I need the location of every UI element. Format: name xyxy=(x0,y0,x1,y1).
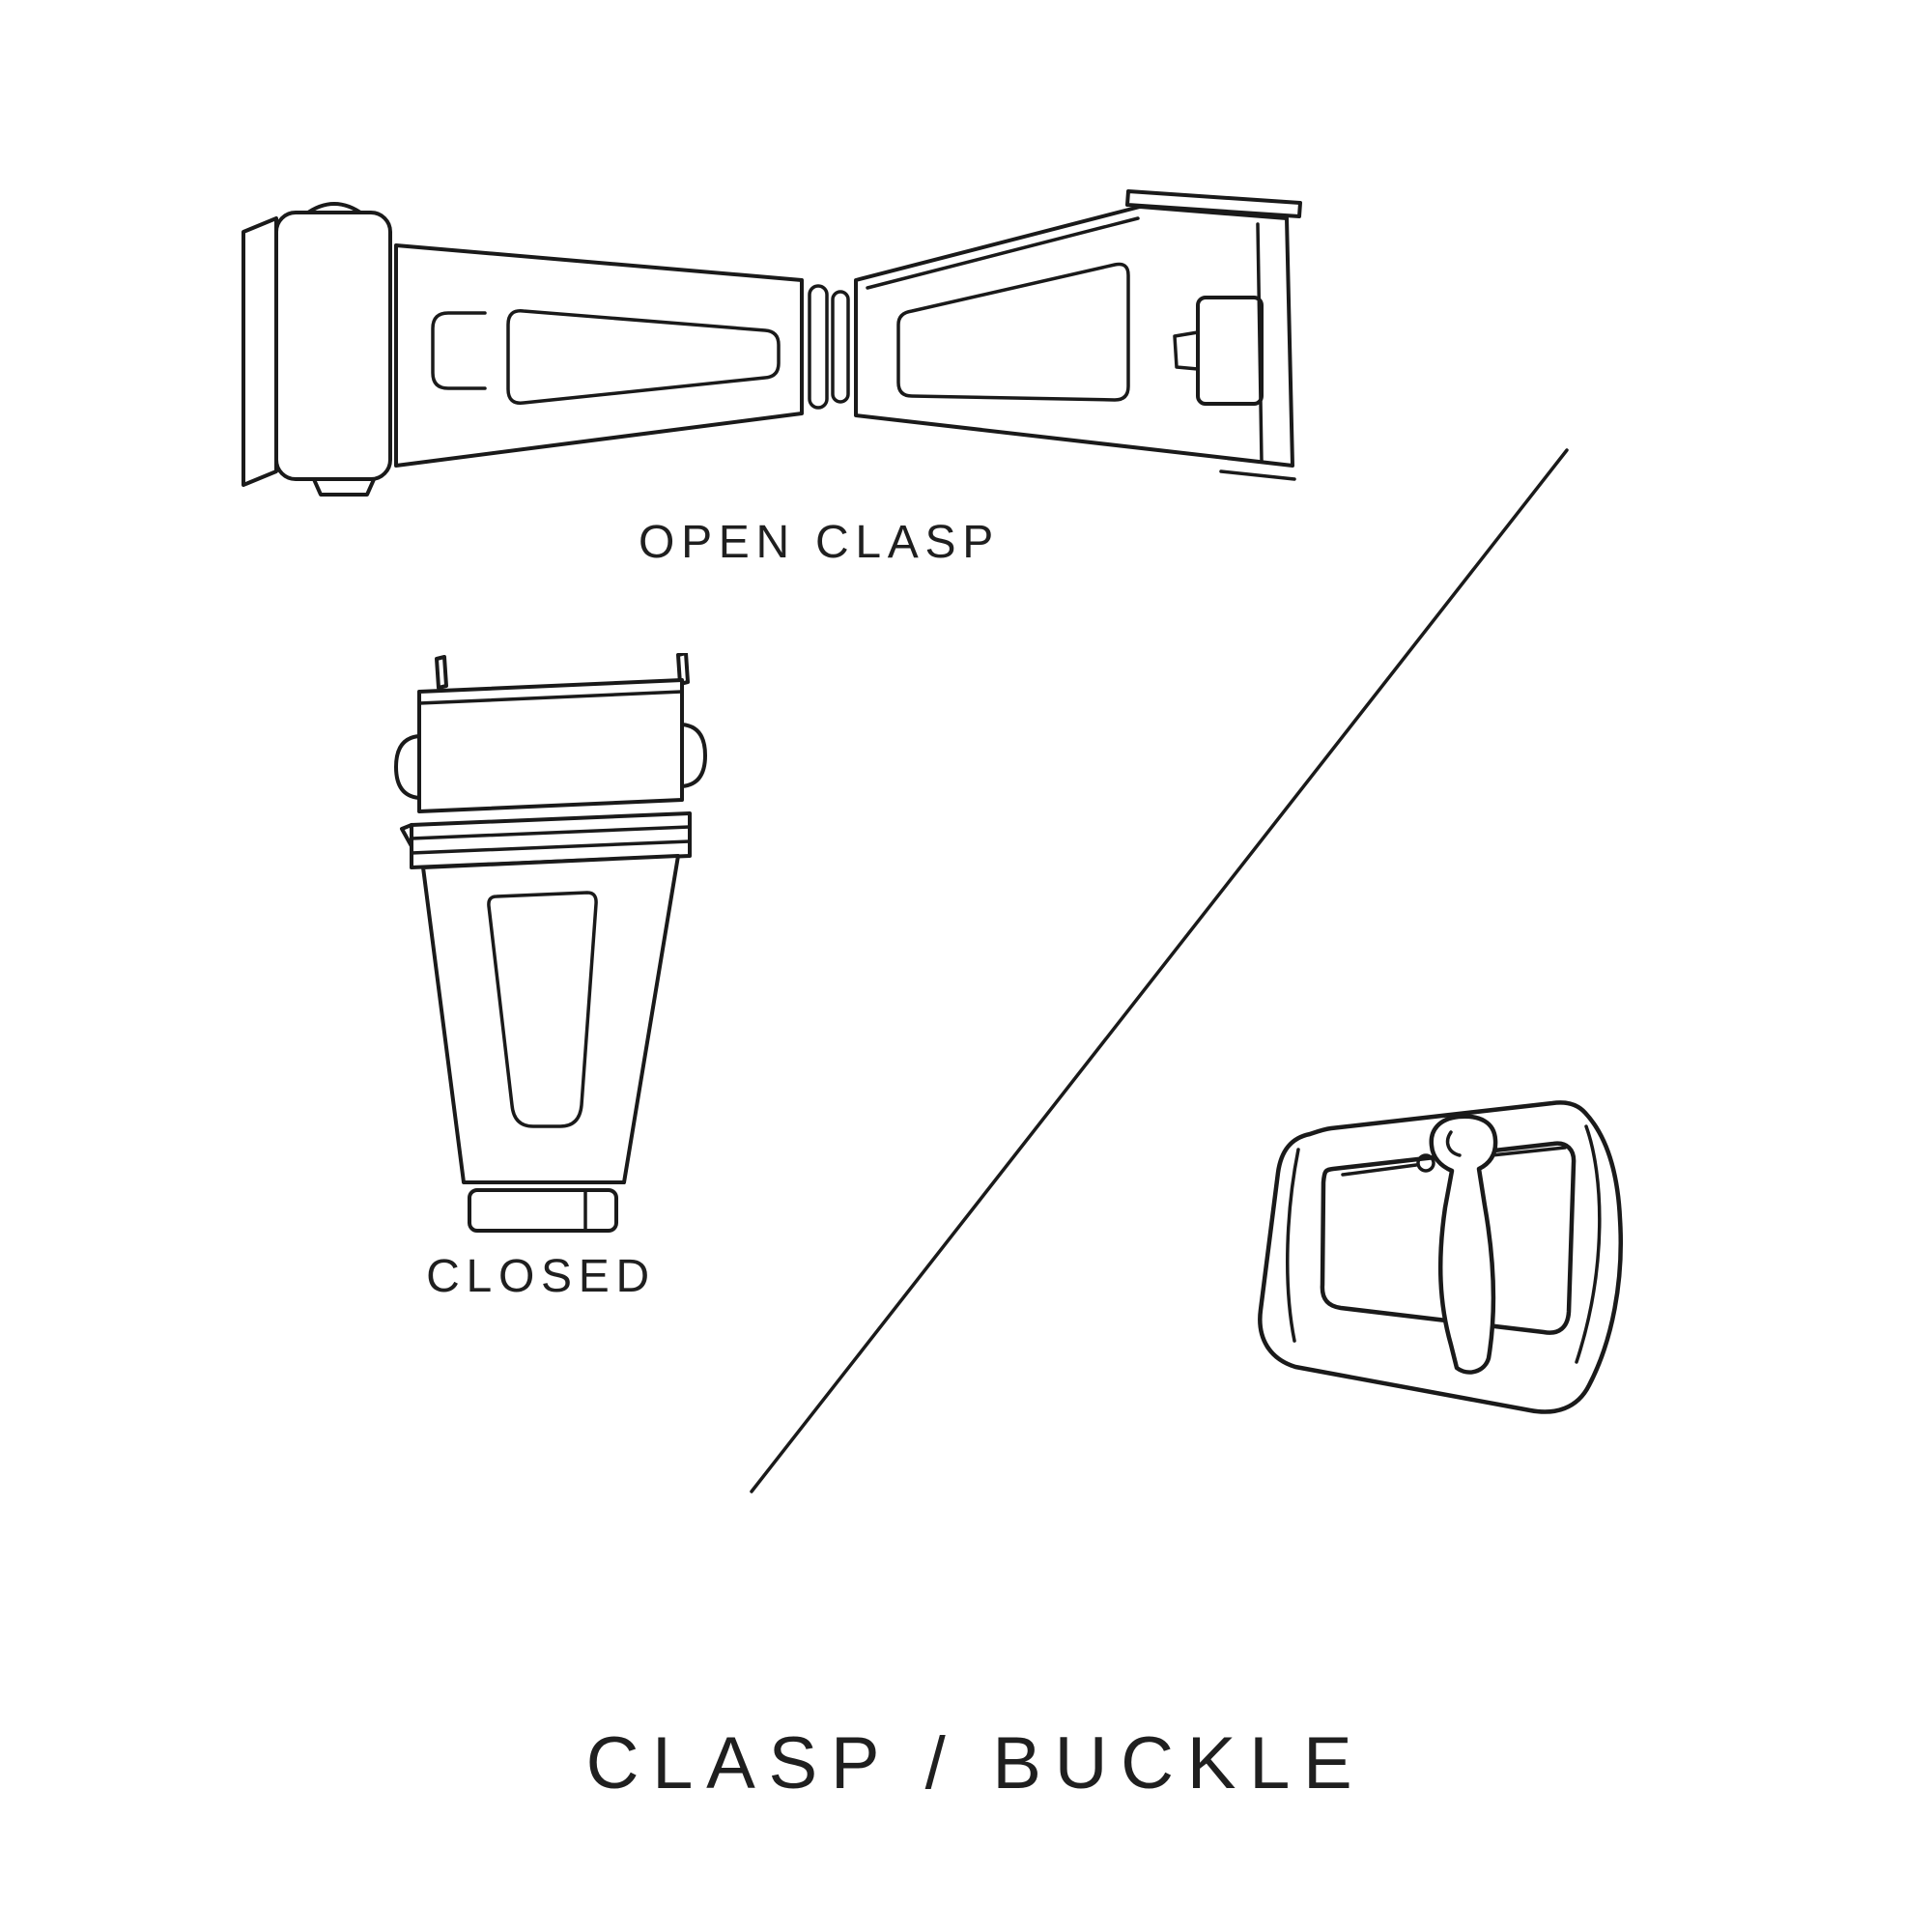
clasp-right-blade xyxy=(854,205,1294,468)
clasp-left-blade xyxy=(394,243,804,468)
buckle-springbar-coil xyxy=(1416,1153,1435,1173)
closed-left-ear xyxy=(394,734,421,800)
buckle-springbar-left xyxy=(1341,1163,1418,1177)
clasp-latch-hook xyxy=(1173,330,1200,371)
clasp-left-block xyxy=(274,211,392,481)
closed-cover-line xyxy=(417,690,684,705)
clasp-right-blade-inner xyxy=(896,262,1130,402)
clasp-left-end-plate xyxy=(242,216,278,487)
buckle-left-contour xyxy=(1286,1148,1300,1343)
closed-cover xyxy=(417,678,684,813)
clasp-latch xyxy=(1196,296,1264,406)
clasp-hinge-right xyxy=(831,290,850,404)
open-clasp-illustration xyxy=(242,189,1302,497)
buckle-right-contour xyxy=(1575,1124,1602,1364)
clasp-bottom-right-tick xyxy=(1219,469,1296,481)
clasp-right-end-line xyxy=(1256,222,1264,464)
clasp-right-top-strip xyxy=(1125,189,1302,218)
closed-clasp-label: CLOSED xyxy=(426,1251,656,1302)
clasp-left-blade-inner xyxy=(506,309,781,405)
buckle-springbar-right xyxy=(1490,1146,1567,1157)
closed-foot xyxy=(468,1188,618,1233)
clasp-hinge-left xyxy=(808,284,829,410)
closed-band-line-2 xyxy=(410,839,692,855)
closed-body-inner xyxy=(487,891,598,1128)
closed-clasp-illustration xyxy=(394,653,707,1233)
clasp-u-notch xyxy=(431,311,487,390)
closed-body xyxy=(421,854,680,1184)
closed-right-prong xyxy=(676,653,690,686)
clasp-bottom-foot xyxy=(311,475,377,497)
tang-buckle-illustration xyxy=(1258,1100,1623,1414)
open-clasp-label: OPEN CLASP xyxy=(639,517,1000,568)
closed-band-line-1 xyxy=(410,825,692,840)
page-title: CLASP / BUCKLE xyxy=(585,1722,1366,1804)
closed-right-ear xyxy=(680,723,707,788)
clasp-right-top-facet xyxy=(866,216,1140,290)
closed-left-point xyxy=(400,823,413,848)
buckle-prong xyxy=(1429,1114,1498,1375)
closed-left-prong xyxy=(435,655,448,690)
buckle-prong-loop xyxy=(1445,1130,1462,1157)
